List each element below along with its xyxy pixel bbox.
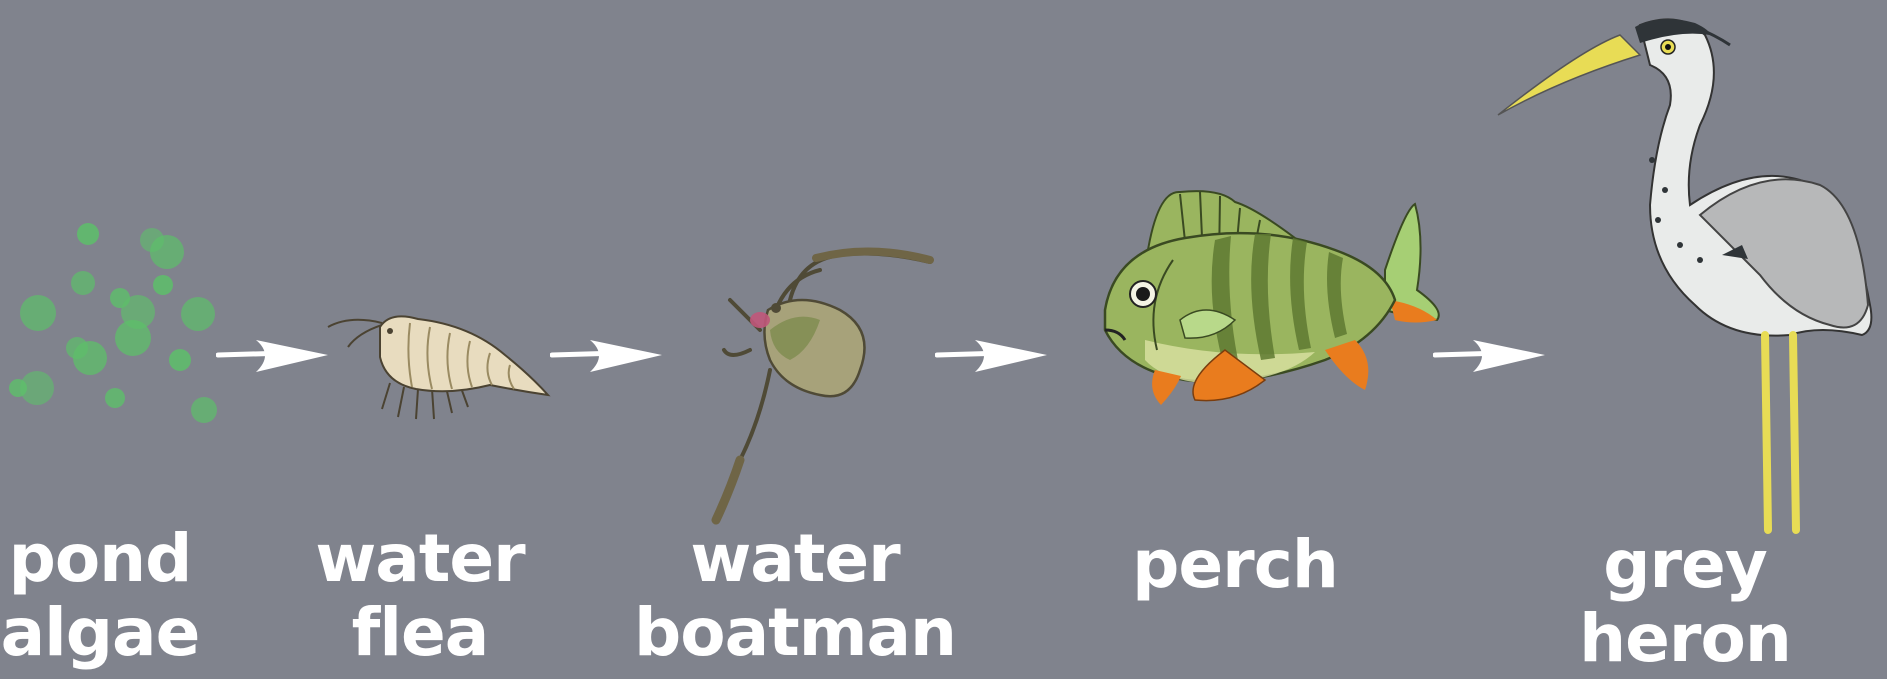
grey-heron-icon — [1490, 5, 1880, 535]
label-pond-algae: pond algae — [0, 522, 200, 670]
algae-cluster-icon — [0, 210, 230, 430]
label-grey-heron: grey heron — [1490, 528, 1880, 676]
label-water-flea: water flea — [315, 522, 525, 670]
label-water-boatman: water boatman — [630, 522, 960, 670]
perch-icon — [1085, 180, 1445, 460]
label-perch: perch — [1120, 528, 1350, 602]
water-boatman-icon — [700, 240, 980, 530]
arrow-right-icon — [550, 338, 665, 374]
water-flea-icon — [320, 305, 560, 435]
arrow-right-icon — [216, 338, 331, 374]
arrow-right-icon — [1433, 338, 1548, 374]
arrow-right-icon — [935, 338, 1050, 374]
